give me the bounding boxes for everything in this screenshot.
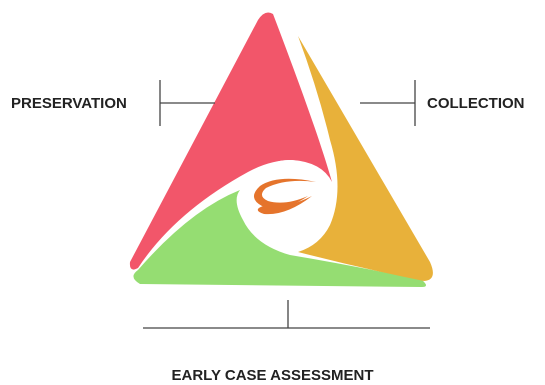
swoosh-logo-icon xyxy=(253,178,316,215)
collection-label: COLLECTION xyxy=(427,95,525,112)
preservation-label: PRESERVATION xyxy=(11,95,127,112)
preservation-segment xyxy=(129,12,332,270)
early-case-assessment-label: EARLY CASE ASSESSMENT xyxy=(171,367,374,384)
early-case-assessment-segment xyxy=(133,190,427,287)
collection-segment xyxy=(298,36,433,281)
connector-lines xyxy=(143,80,430,329)
